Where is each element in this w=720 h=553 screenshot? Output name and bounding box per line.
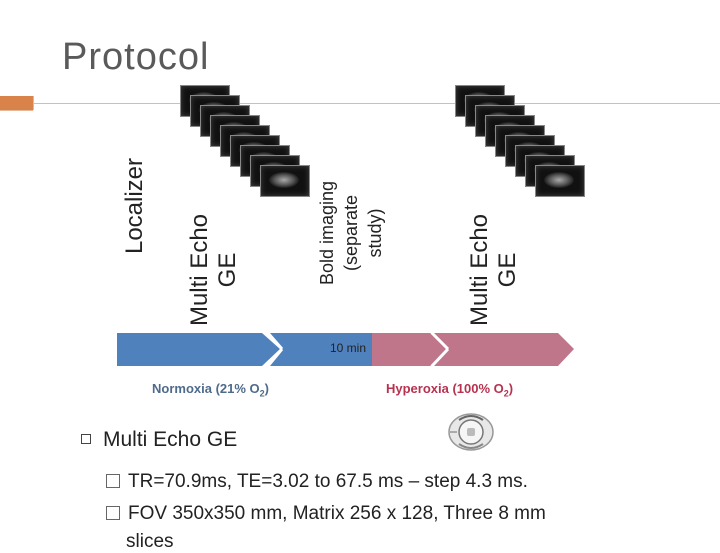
multi-echo-label-1-line2: GE	[214, 252, 241, 288]
timeline-separator	[266, 332, 284, 350]
title-rule-bottom	[0, 110, 33, 111]
title-rule	[33, 103, 720, 104]
sub-bullet-2-continuation: slices	[126, 531, 174, 552]
sub-bullet-1: TR=70.9ms, TE=3.02 to 67.5 ms – step 4.3…	[106, 471, 528, 493]
head-coil-icon	[448, 413, 494, 451]
timeline-arrows	[117, 331, 574, 368]
slide-title: Protocol	[62, 36, 210, 78]
hyperoxia-segment	[372, 333, 446, 366]
bold-label-line2: (separate	[341, 194, 361, 272]
title-rule-vertical	[33, 96, 34, 110]
timeline-separator-4	[430, 347, 450, 368]
sub-bullet-2: FOV 350x350 mm, Matrix 256 x 128, Three …	[106, 503, 546, 525]
bold-label-line3: study)	[365, 208, 385, 258]
multi-echo-label-2-line2: GE	[494, 252, 521, 288]
bold-label-line1: Bold imaging	[317, 180, 337, 286]
timeline-separator-2	[266, 348, 284, 367]
bullet-main: Multi Echo GE	[103, 428, 238, 451]
duration-label: 10 min	[330, 341, 367, 355]
hyperoxia-label: Hyperoxia (100% O2)	[386, 381, 514, 399]
multi-echo-label-2-line1: Multi Echo	[466, 213, 493, 327]
mri-slice	[260, 165, 310, 197]
multi-echo-label-1-line1: Multi Echo	[186, 213, 213, 327]
hyperoxia-segment-2	[432, 333, 574, 366]
sub-bullet-marker	[106, 474, 120, 488]
normoxia-label: Normoxia (21% O2)	[152, 381, 270, 399]
title-accent-bar	[0, 96, 33, 110]
mri-slice	[535, 165, 585, 197]
timeline-separator-3	[430, 331, 450, 351]
normoxia-segment	[117, 333, 280, 366]
sub-bullet-marker	[106, 506, 120, 520]
bullet-marker	[81, 434, 91, 444]
